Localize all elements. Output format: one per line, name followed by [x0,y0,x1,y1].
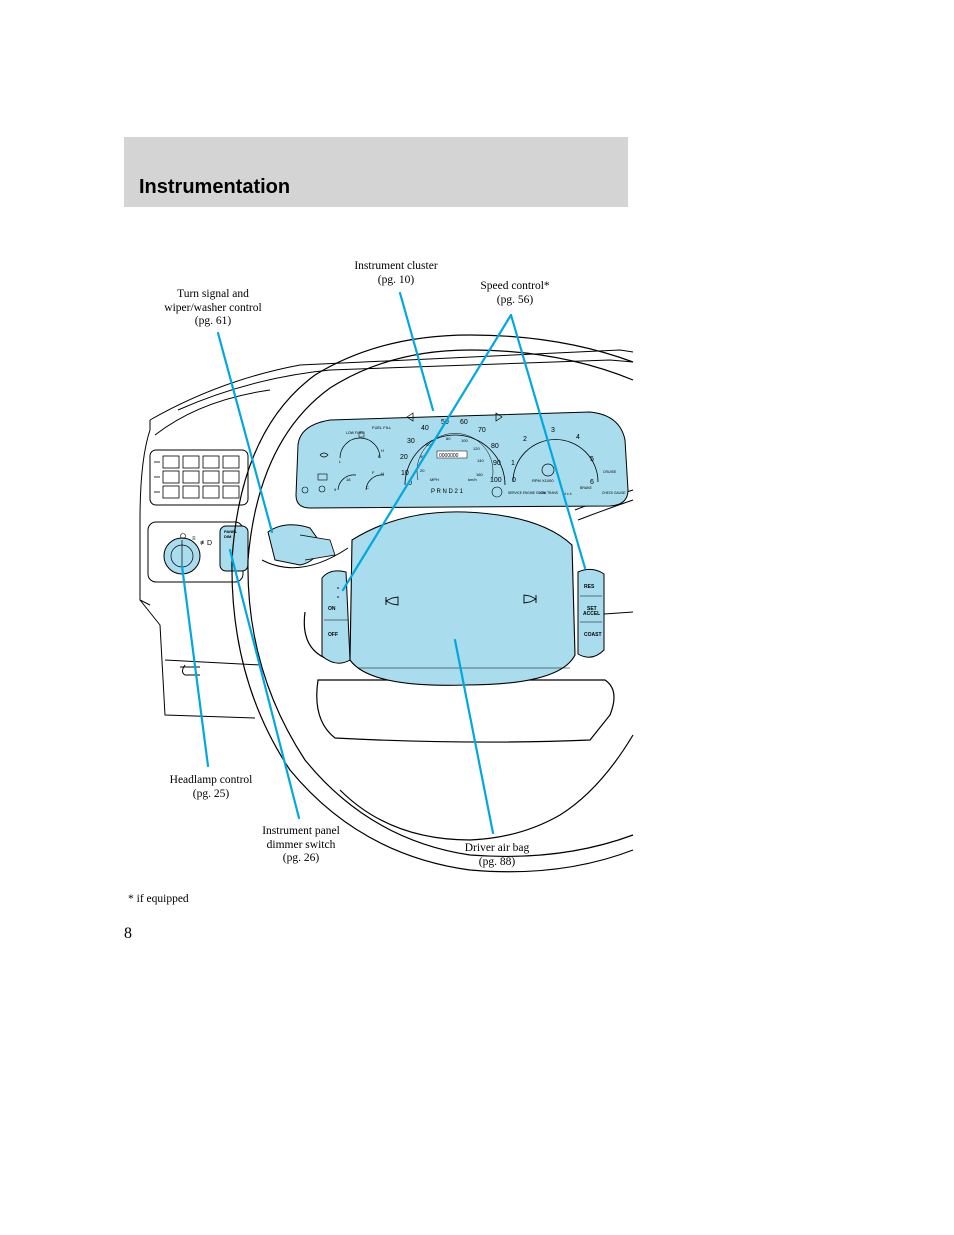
callout-turn-signal: Turn signal and wiper/washer control (pg… [164,288,262,327]
gauge-mark-e: E [378,454,381,459]
gauge-mark-h1: H [381,448,384,453]
horn-left-icon [384,596,399,606]
turn-left-arrow-icon [406,412,414,422]
tach-2: 2 [523,436,527,443]
svg-text:≢D: ≢D [200,540,212,547]
fuel-pump-icon [358,431,365,438]
brake-label: BRAKE [580,486,593,490]
odometer: 0000000 [439,453,459,459]
service-engine-label: SERVICE ENGINE SOON [508,491,546,495]
tach-6: 6 [590,479,594,486]
gauge-number-9: 9 [334,487,337,492]
low-trans-label: LOW TRANS [539,491,558,495]
turn-signal-stalk[interactable] [261,524,349,569]
speed-control-right-pad: RES SET ACCEL COAST [577,568,605,658]
callout-lines [180,291,587,835]
mph-label: MPH [430,477,439,482]
cruise-set-label[interactable]: SET [587,606,597,612]
leader-instrument-cluster [398,291,435,412]
leader-speed-control-right [509,313,587,570]
four-by-four-label: 4 x 4 [564,492,572,496]
kmh-80: 80 [446,436,451,441]
leader-speed-control-left [341,313,513,592]
cruise-on-button[interactable]: ON [328,606,336,612]
speedo-10: 10 [401,470,409,477]
callout-speed-control: Speed control* (pg. 56) [480,280,550,306]
tach-1: 1 [511,460,515,467]
gauge-mark-f: F [372,470,375,475]
kmh-120: 120 [473,446,480,451]
cruise-accel-label[interactable]: ACCEL [583,611,600,617]
page-number: 8 [124,925,132,942]
leader-airbag [453,638,495,835]
tach-3: 3 [551,427,555,434]
check-engine-icon [491,486,503,498]
check-gauge-label: CHECK GAUGE [602,491,626,495]
svg-text:≡: ≡ [192,536,196,542]
speedo-30: 30 [407,438,415,445]
speedo-40: 40 [421,425,429,432]
kmh-20: 20 [420,468,425,473]
speedo-80: 80 [491,443,499,450]
header-band: Instrumentation [124,137,628,207]
airbag-warning-icon [301,486,309,494]
gauge-number-18: 18 [346,477,351,482]
rpm-label: RPM X1000 [532,478,554,483]
footnote: * if equipped [128,893,189,905]
speedo-0: 0 [408,480,412,487]
headlamp-panel: ≡ ≢D PANEL DIM [147,521,249,583]
dimmer-label-panel: PANEL [224,529,238,534]
page-title: Instrumentation [139,176,291,198]
callout-headlamp: Headlamp control (pg. 25) [169,774,253,800]
gauge-mark-l: L [339,459,342,464]
speedo-90: 90 [493,460,501,467]
cruise-off-button[interactable]: OFF [328,632,338,638]
cruise-res-button[interactable]: RES [584,584,595,590]
dimmer-switch[interactable] [219,525,249,572]
fuel-fill-label: FUEL FILL [372,425,392,430]
callout-instrument-cluster: Instrument cluster (pg. 10) [354,260,438,286]
low-fuel-label: LOW FUEL [346,431,364,435]
speed-control-left-pad: ON OFF [321,570,351,664]
instrument-cluster: 0 10 20 30 40 50 60 70 80 90 100 20 40 6… [295,411,629,509]
speedo-70: 70 [478,427,486,434]
battery-icon [317,473,328,481]
speedo-60: 60 [460,419,468,426]
kmh-100: 100 [461,438,468,443]
speedo-20: 20 [400,454,408,461]
oil-icon [319,452,329,458]
leader-headlamp [180,564,210,768]
horn-right-icon [523,594,538,604]
kmh-160: 160 [476,472,483,477]
dimmer-label-dim: DIM [224,534,232,539]
kmh-140: 140 [477,458,484,463]
kmh-label: km/h [468,477,477,482]
lamp-off-icon [180,533,186,539]
turn-right-arrow-icon [495,412,503,422]
kmh-40: 40 [420,454,425,459]
tach-4: 4 [576,434,580,441]
callout-airbag: Driver air bag (pg. 88) [464,842,530,868]
cruise-coast-button[interactable]: COAST [584,632,602,638]
prnd-indicator: P R N D 2 1 [431,489,464,495]
gauge-mark-c: C [366,485,369,490]
leader-turn-signal [216,331,274,534]
tach-5: 5 [590,456,594,463]
cruise-label: CRUISE [603,470,617,474]
kmh-60: 60 [426,442,431,447]
speedo-100: 100 [490,477,502,484]
callout-dimmer: Instrument panel dimmer switch (pg. 26) [262,825,340,864]
air-vent [149,449,249,506]
tach-0: 0 [512,477,516,484]
leader-dimmer [228,548,301,820]
seatbelt-icon [318,485,326,493]
driver-airbag [349,511,576,686]
gauge-mark-h2: H [381,471,384,476]
